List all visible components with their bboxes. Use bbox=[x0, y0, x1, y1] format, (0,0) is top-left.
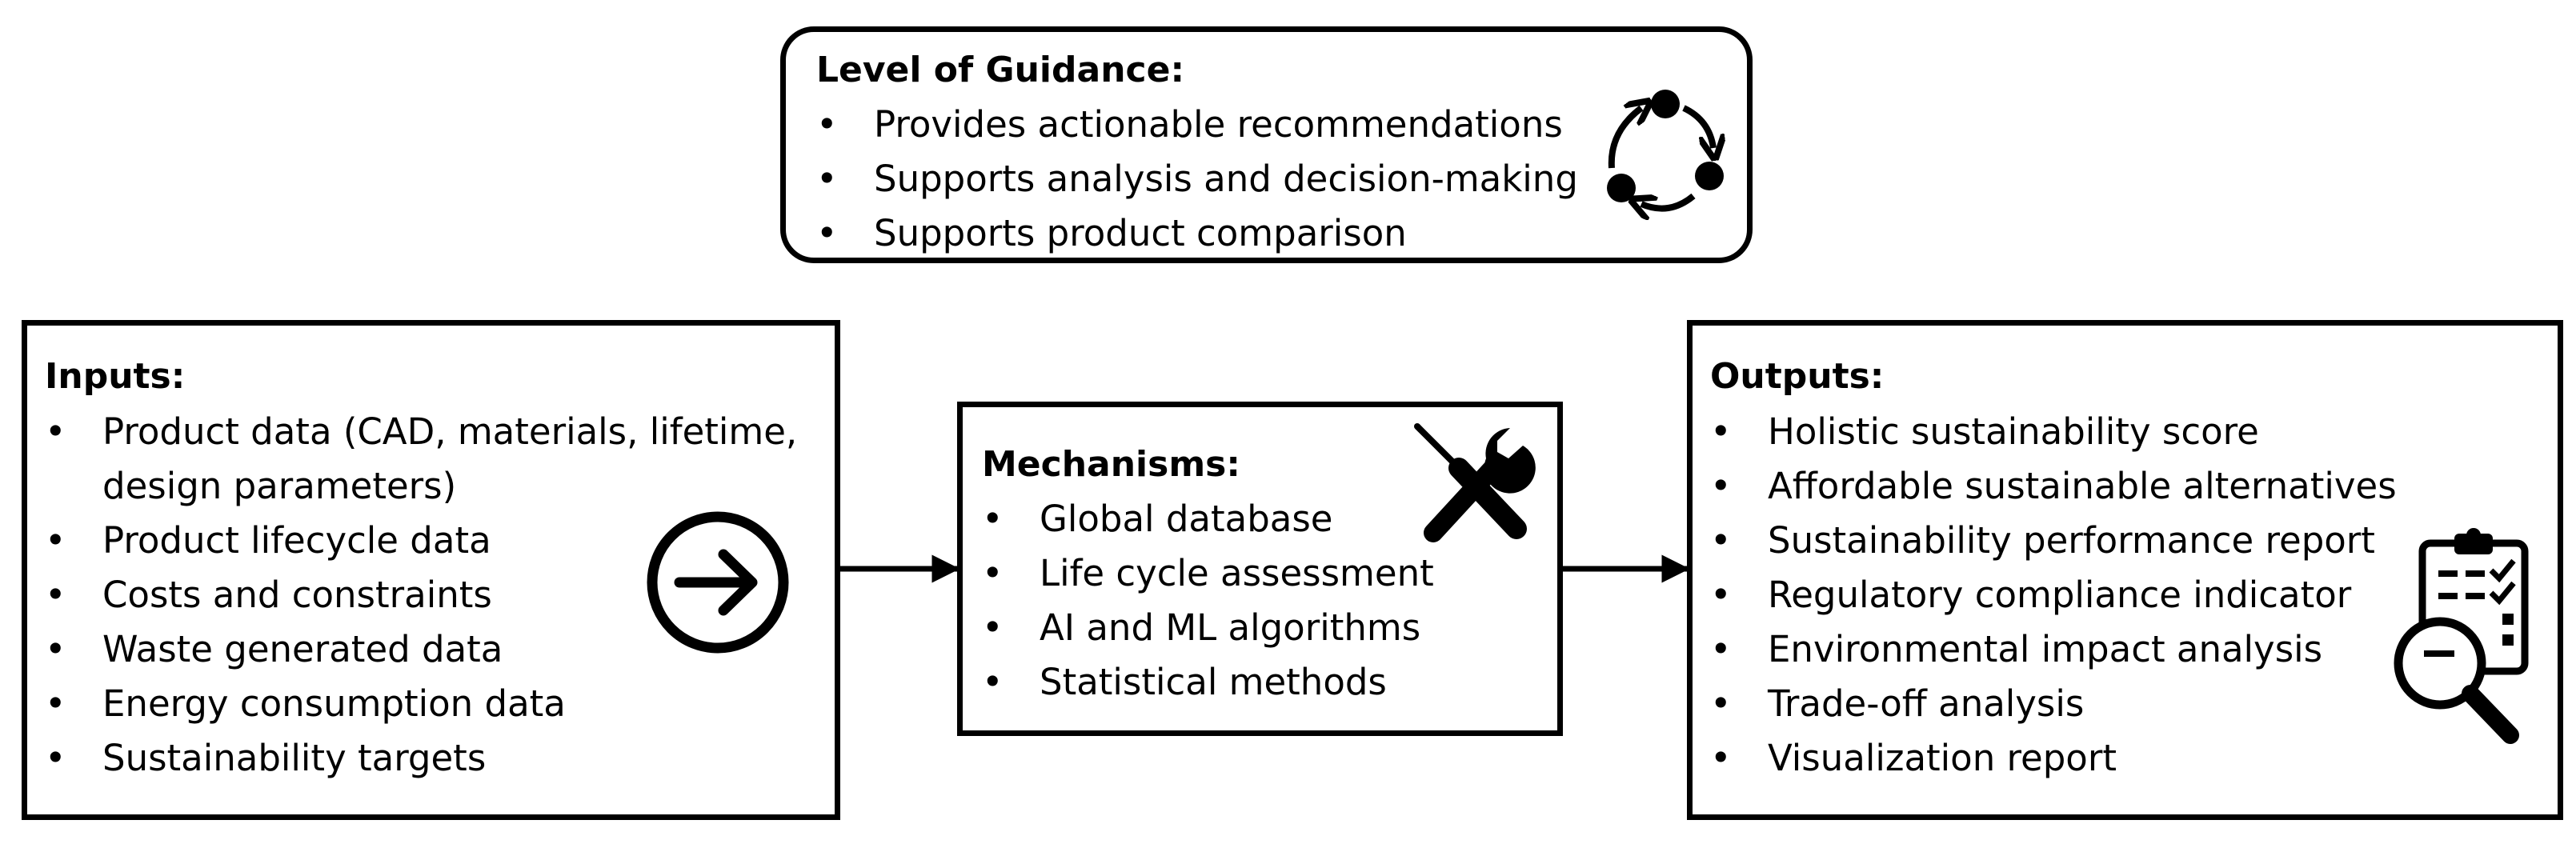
list-item: •Energy consumption data bbox=[45, 677, 797, 731]
list-item: •Global database bbox=[982, 492, 1434, 546]
list-item: •Visualization report bbox=[1710, 731, 2397, 786]
bullet: • bbox=[1710, 519, 1732, 562]
bullet: • bbox=[1710, 682, 1732, 725]
list-item: •Sustainability performance report bbox=[1710, 514, 2397, 568]
cycle-icon bbox=[1597, 84, 1733, 220]
bullet: • bbox=[1710, 465, 1732, 507]
list-item: •Regulatory compliance indicator bbox=[1710, 568, 2397, 622]
inputs-list: •Product data (CAD, materials, lifetime,… bbox=[45, 405, 797, 786]
bullet: • bbox=[1710, 737, 1732, 779]
list-item: •Product data (CAD, materials, lifetime, bbox=[45, 405, 797, 459]
guidance-title: Level of Guidance: bbox=[816, 50, 1185, 90]
bullet: • bbox=[816, 103, 838, 146]
mechanisms-list: •Global database •Life cycle assessment … bbox=[982, 492, 1434, 710]
list-item: •Affordable sustainable alternatives bbox=[1710, 459, 2397, 514]
bullet: • bbox=[1710, 628, 1732, 670]
mechanisms-box: Mechanisms: •Global database •Life cycle… bbox=[957, 402, 1563, 736]
list-item: •Life cycle assessment bbox=[982, 546, 1434, 601]
list-item: •Sustainability targets bbox=[45, 731, 797, 786]
clipboard-magnifier-icon bbox=[2390, 526, 2550, 758]
list-item: •Environmental impact analysis bbox=[1710, 622, 2397, 677]
bullet: • bbox=[982, 606, 1004, 649]
list-item: •Trade-off analysis bbox=[1710, 677, 2397, 731]
bullet: • bbox=[816, 158, 838, 200]
bullet: • bbox=[45, 410, 66, 453]
list-item-continuation: design parameters) bbox=[102, 465, 457, 507]
tools-icon bbox=[1403, 417, 1539, 553]
guidance-list: •Provides actionable recommendations •Su… bbox=[816, 98, 1578, 261]
list-item: •Supports product comparison bbox=[816, 206, 1578, 261]
bullet: • bbox=[45, 737, 66, 779]
bullet: • bbox=[45, 519, 66, 562]
bullet: • bbox=[45, 682, 66, 725]
bullet: • bbox=[816, 212, 838, 254]
list-item: •Product lifecycle data bbox=[45, 514, 797, 568]
bullet: • bbox=[982, 498, 1004, 540]
outputs-list: •Holistic sustainability score •Affordab… bbox=[1710, 405, 2397, 786]
outputs-box: Outputs: •Holistic sustainability score … bbox=[1687, 320, 2563, 820]
list-item: •Statistical methods bbox=[982, 655, 1434, 710]
circle-arrow-right-icon bbox=[643, 508, 792, 657]
inputs-box: Inputs: •Product data (CAD, materials, l… bbox=[22, 320, 840, 820]
list-item: •Supports analysis and decision-making bbox=[816, 152, 1578, 206]
bullet: • bbox=[982, 552, 1004, 594]
list-item: •Waste generated data bbox=[45, 622, 797, 677]
bullet: • bbox=[982, 661, 1004, 703]
bullet: • bbox=[45, 628, 66, 670]
bullet: • bbox=[1710, 574, 1732, 616]
bullet: • bbox=[45, 574, 66, 616]
guidance-box: Level of Guidance: •Provides actionable … bbox=[780, 26, 1753, 263]
list-item: •AI and ML algorithms bbox=[982, 601, 1434, 655]
mechanisms-title: Mechanisms: bbox=[982, 444, 1240, 485]
bullet: • bbox=[1710, 410, 1732, 453]
inputs-title: Inputs: bbox=[45, 356, 186, 397]
list-item: •Holistic sustainability score bbox=[1710, 405, 2397, 459]
list-item: •Costs and constraints bbox=[45, 568, 797, 622]
outputs-title: Outputs: bbox=[1710, 356, 1885, 397]
list-item: •Provides actionable recommendations bbox=[816, 98, 1578, 152]
